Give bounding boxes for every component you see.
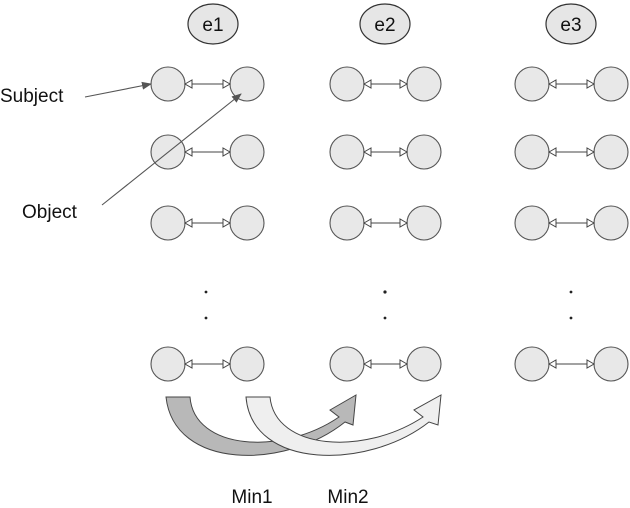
relation-arrowhead-left: [362, 359, 372, 369]
column-header-e3: e3: [545, 3, 597, 45]
object-node: [406, 134, 442, 170]
relation-arrowhead-left: [183, 79, 193, 89]
relation-arrowhead-left: [547, 218, 557, 228]
min2-curved-arrow: [245, 394, 442, 456]
header-label-e3: e3: [560, 15, 581, 36]
node-pair-grid: [150, 66, 629, 382]
ellipsis-dot: [204, 290, 208, 294]
relation-arrowhead-right: [399, 359, 409, 369]
object-annotation: Object: [22, 93, 242, 223]
relation-arrowhead-right: [222, 147, 232, 157]
relation-arrowhead-right: [399, 147, 409, 157]
subject-node: [514, 66, 550, 102]
node-pair-e1: [150, 346, 265, 382]
node-pair-e2: [329, 134, 442, 170]
subject-annotation: Subject: [0, 81, 152, 107]
relation-arrowhead-right: [586, 218, 596, 228]
min2-label: Min2: [327, 487, 368, 508]
node-pair-e3: [514, 66, 629, 102]
relation-arrowhead-left: [547, 79, 557, 89]
ellipsis-dot: [383, 316, 387, 320]
relation-arrowhead-right: [399, 79, 409, 89]
object-node: [229, 205, 265, 241]
subject-node: [514, 346, 550, 382]
subject-node: [514, 205, 550, 241]
object-node: [229, 346, 265, 382]
header-node-e2: [359, 3, 411, 45]
subject-node: [514, 134, 550, 170]
min1-label: Min1: [231, 487, 272, 508]
relation-arrowhead-left: [183, 218, 193, 228]
relation-arrowhead-right: [586, 147, 596, 157]
object-node: [406, 346, 442, 382]
relation-arrowhead-right: [222, 218, 232, 228]
relation-arrowhead-right: [586, 359, 596, 369]
column-header-e2: e2: [359, 3, 411, 45]
relation-arrowhead-right: [586, 79, 596, 89]
mapping-arrows: Min1 Min2: [165, 394, 442, 508]
relation-arrowhead-right: [399, 218, 409, 228]
subject-node: [150, 205, 186, 241]
subject-node: [150, 66, 186, 102]
subject-node: [329, 205, 365, 241]
subject-node: [329, 134, 365, 170]
node-pair-e1: [150, 66, 265, 102]
relation-arrowhead-left: [362, 147, 372, 157]
object-node: [593, 66, 629, 102]
node-pair-e3: [514, 346, 629, 382]
object-node: [406, 66, 442, 102]
column-header-e1: e1: [187, 3, 239, 45]
subject-node: [329, 66, 365, 102]
object-pointer-arrow: [101, 93, 242, 206]
ellipsis-dot: [569, 316, 573, 320]
object-node: [229, 66, 265, 102]
subject-pointer-arrow: [84, 81, 152, 98]
node-pair-e3: [514, 134, 629, 170]
relation-arrowhead-right: [222, 79, 232, 89]
header-label-e2: e2: [374, 15, 395, 36]
relation-arrowhead-left: [183, 359, 193, 369]
node-pair-e1: [150, 134, 265, 170]
node-pair-e2: [329, 346, 442, 382]
object-label: Object: [22, 202, 78, 223]
ellipsis-dots: [204, 290, 573, 320]
relation-arrowhead-left: [547, 147, 557, 157]
subject-node: [329, 346, 365, 382]
object-node: [593, 346, 629, 382]
node-pair-e3: [514, 205, 629, 241]
object-node: [229, 134, 265, 170]
ellipsis-dot: [569, 290, 573, 294]
header-label-e1: e1: [202, 15, 223, 36]
object-node: [406, 205, 442, 241]
object-node: [593, 134, 629, 170]
header-node-e3: [545, 3, 597, 45]
header-node-e1: [187, 3, 239, 45]
subject-node: [150, 346, 186, 382]
node-pair-e2: [329, 205, 442, 241]
ellipsis-dot: [204, 316, 208, 320]
subject-label: Subject: [0, 86, 64, 107]
object-node: [593, 205, 629, 241]
relation-arrowhead-left: [183, 147, 193, 157]
node-pair-e2: [329, 66, 442, 102]
node-pair-e1: [150, 205, 265, 241]
relation-arrowhead-left: [362, 218, 372, 228]
ellipsis-dot: [383, 290, 387, 294]
relation-arrowhead-right: [222, 359, 232, 369]
relation-arrowhead-left: [547, 359, 557, 369]
relation-arrowhead-left: [362, 79, 372, 89]
